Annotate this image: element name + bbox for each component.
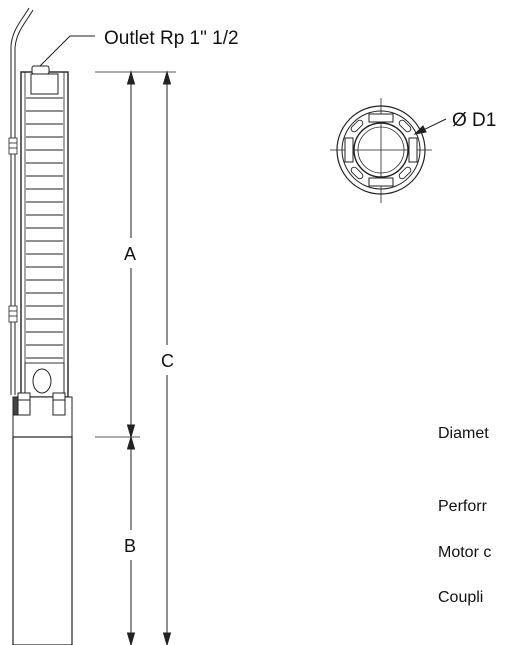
stage-lines: [26, 97, 63, 359]
power-cable: [10, 7, 34, 395]
dimension-b-label: B: [124, 536, 136, 556]
clip-upper: [8, 137, 18, 155]
spec-performance: Perforr: [438, 498, 487, 515]
pump-hydraulic-section: [20, 71, 69, 398]
outlet-leader: [39, 35, 95, 67]
dimension-b-line: [126, 435, 136, 645]
dimension-c-line: [162, 70, 172, 645]
inlet-coupling: [12, 392, 73, 438]
top-view-circle: [330, 98, 432, 203]
outlet-fitting: [31, 65, 50, 75]
clip-lower: [8, 305, 18, 323]
dimension-c-label: C: [161, 351, 174, 371]
diameter-label: Ø D1: [452, 110, 496, 131]
spec-motor: Motor c: [438, 544, 492, 561]
dimension-a-line: [126, 70, 136, 439]
dimension-a-label: A: [124, 244, 136, 264]
motor-body: [12, 436, 73, 645]
diameter-leader: [413, 118, 447, 135]
spec-coupling: Coupli: [438, 589, 484, 606]
extension-lines: [95, 71, 176, 438]
outlet-label: Outlet Rp 1" 1/2: [104, 28, 239, 49]
spec-diameter: Diamet: [438, 425, 489, 442]
